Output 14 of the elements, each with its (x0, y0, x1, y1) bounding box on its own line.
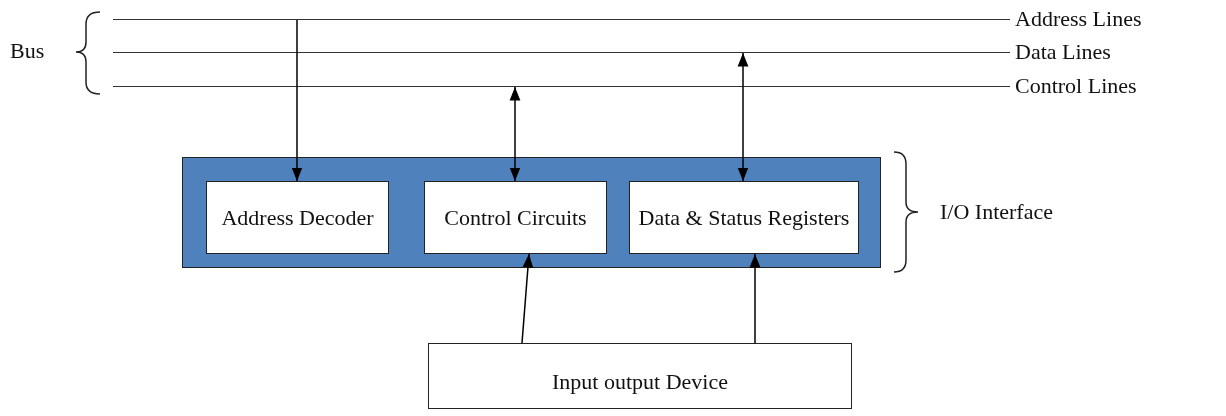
device-box: Input output Device (428, 343, 852, 409)
arrow (291, 19, 303, 182)
component-box: Address Decoder (206, 181, 389, 254)
component-box: Control Circuits (424, 181, 607, 254)
group-label: I/O Interface (940, 199, 1053, 225)
component-box: Data & Status Registers (629, 181, 859, 254)
arrow (737, 52, 749, 182)
bus-line-label: Data Lines (1015, 39, 1111, 65)
arrow (521, 253, 534, 344)
bus-line-label: Control Lines (1015, 73, 1137, 99)
arrow (749, 253, 761, 344)
bus-line-label: Address Lines (1015, 6, 1142, 32)
bus-label: Bus (10, 38, 45, 64)
arrow (509, 86, 521, 182)
